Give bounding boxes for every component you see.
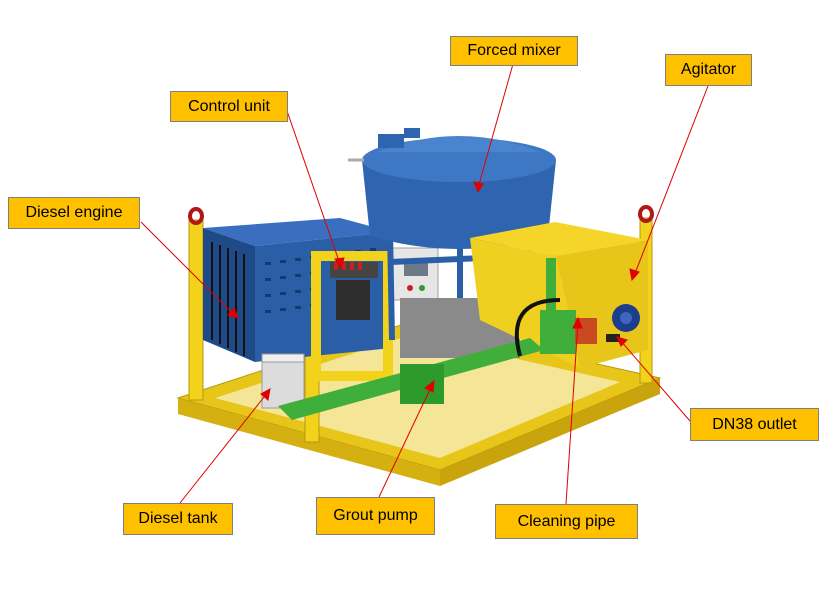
leader-line-dn38-outlet (619, 339, 691, 422)
leader-arrow-control-unit (334, 257, 345, 270)
leader-line-diesel-tank (179, 391, 269, 504)
label-dn38-outlet: DN38 outlet (690, 408, 819, 441)
label-diesel-engine: Diesel engine (8, 197, 140, 229)
leader-line-forced-mixer (477, 63, 514, 189)
cleaning-hose (514, 298, 561, 357)
leader-lines (140, 63, 709, 505)
label-cleaning-pipe: Cleaning pipe (495, 504, 638, 539)
label-grout-pump: Grout pump (316, 497, 435, 535)
leader-arrow-dn38-outlet (616, 336, 628, 347)
label-agitator: Agitator (665, 54, 752, 86)
leader-arrow-grout-pump (424, 379, 435, 393)
label-control-unit: Control unit (170, 91, 288, 122)
diesel-tank (261, 353, 305, 409)
grout-pump (278, 258, 597, 420)
leader-arrow-agitator (629, 268, 640, 282)
label-diesel-tank: Diesel tank (123, 503, 233, 535)
leader-line-agitator (633, 85, 709, 277)
label-forced-mixer: Forced mixer (450, 36, 578, 66)
leader-arrow-diesel-tank (260, 388, 271, 401)
forced-mixer-drum (348, 128, 556, 249)
leader-arrow-forced-mixer (473, 181, 484, 194)
leader-line-control-unit (285, 107, 341, 265)
leader-line-diesel-engine (140, 221, 236, 317)
leader-line-cleaning-pipe (565, 321, 579, 505)
leader-arrow-diesel-engine (227, 307, 239, 319)
leader-arrow-cleaning-pipe (572, 316, 583, 329)
leader-line-grout-pump (378, 384, 433, 498)
